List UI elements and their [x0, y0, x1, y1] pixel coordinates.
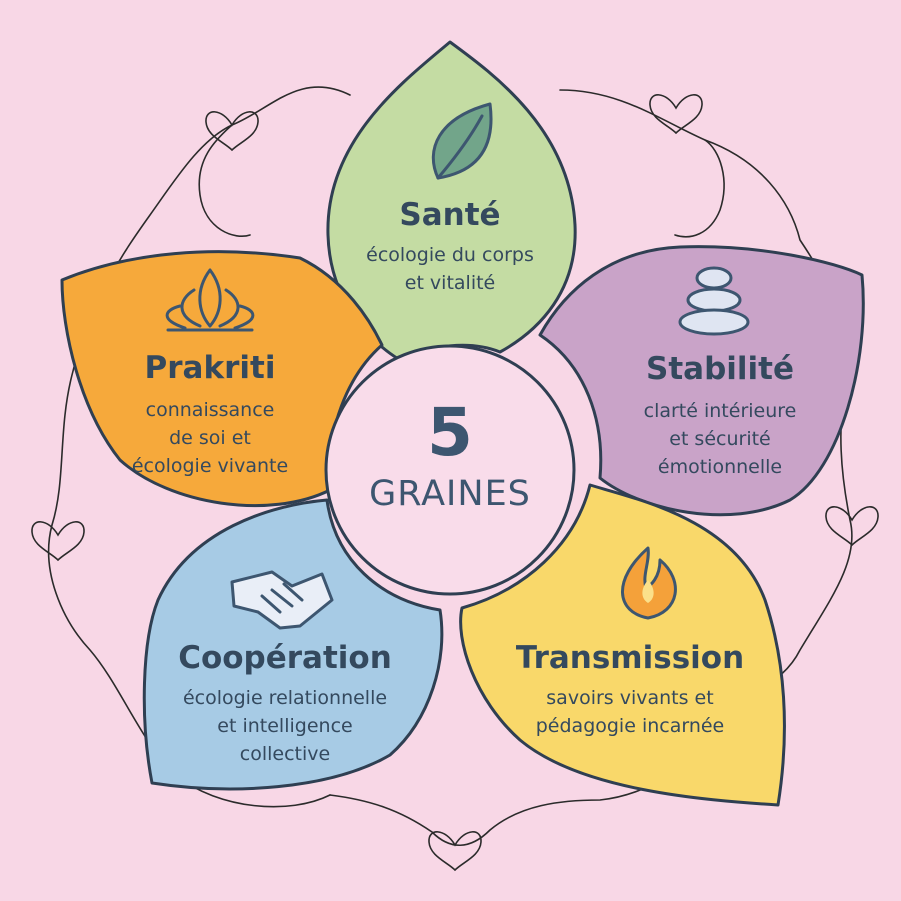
lotus-icon	[165, 268, 255, 332]
vine-line	[674, 139, 725, 238]
petal-title: Prakriti	[144, 350, 276, 386]
desc-line: pédagogie incarnée	[535, 715, 725, 737]
stacked-stones-icon	[678, 266, 750, 336]
leaf-icon	[431, 102, 493, 180]
desc-line: clarté intérieure	[643, 400, 797, 422]
desc-line: et sécurité	[669, 428, 771, 450]
petal-transmission	[459, 483, 786, 807]
petal-title: Transmission	[515, 640, 745, 676]
vine-line	[329, 89, 853, 846]
petal-description: connaissance de soi et écologie vivante	[95, 396, 325, 480]
desc-line: écologie relationnelle	[182, 687, 388, 709]
center-label: GRAINES	[369, 474, 531, 514]
heart-doodle	[31, 521, 85, 562]
petal-stabilite-text: Stabilité clarté intérieure et sécurité …	[600, 351, 840, 481]
petal-description: écologie du corps et vitalité	[330, 241, 570, 297]
desc-line: écologie du corps	[366, 244, 534, 266]
desc-line: émotionnelle	[657, 456, 783, 478]
desc-line: collective	[239, 743, 331, 765]
petal-transmission-text: Transmission savoirs vivants et pédagogi…	[505, 640, 755, 740]
petal-title: Coopération	[178, 640, 392, 676]
heart-doodle	[649, 94, 703, 135]
petal-description: savoirs vivants et pédagogie incarnée	[505, 684, 755, 740]
center-number: 5	[427, 394, 473, 471]
petal-cooperation	[142, 498, 444, 791]
heart-doodle	[205, 111, 259, 152]
petal-sante-text: Santé écologie du corps et vitalité	[330, 197, 570, 297]
handshake-icon	[230, 570, 334, 630]
petal-title: Stabilité	[646, 351, 794, 387]
petal-stabilite	[538, 245, 865, 517]
vine-line	[198, 124, 251, 237]
petal-cooperation-text: Coopération écologie relationnelle et in…	[160, 640, 410, 768]
flame-icon	[621, 546, 677, 620]
petal-title: Santé	[399, 197, 501, 233]
petal-description: clarté intérieure et sécurité émotionnel…	[600, 397, 840, 481]
heart-doodle	[825, 506, 879, 547]
desc-line: savoirs vivants et	[546, 687, 714, 709]
desc-line: et vitalité	[404, 272, 496, 294]
desc-line: et intelligence	[217, 715, 353, 737]
desc-line: connaissance	[145, 399, 275, 421]
center-text: 5 GRAINES	[330, 394, 570, 515]
desc-line: écologie vivante	[131, 455, 289, 477]
heart-doodle	[428, 831, 482, 872]
petal-description: écologie relationnelle et intelligence c…	[160, 684, 410, 768]
petal-prakriti-text: Prakriti connaissance de soi et écologie…	[95, 350, 325, 480]
desc-line: de soi et	[169, 427, 251, 449]
center-circle	[324, 344, 576, 596]
